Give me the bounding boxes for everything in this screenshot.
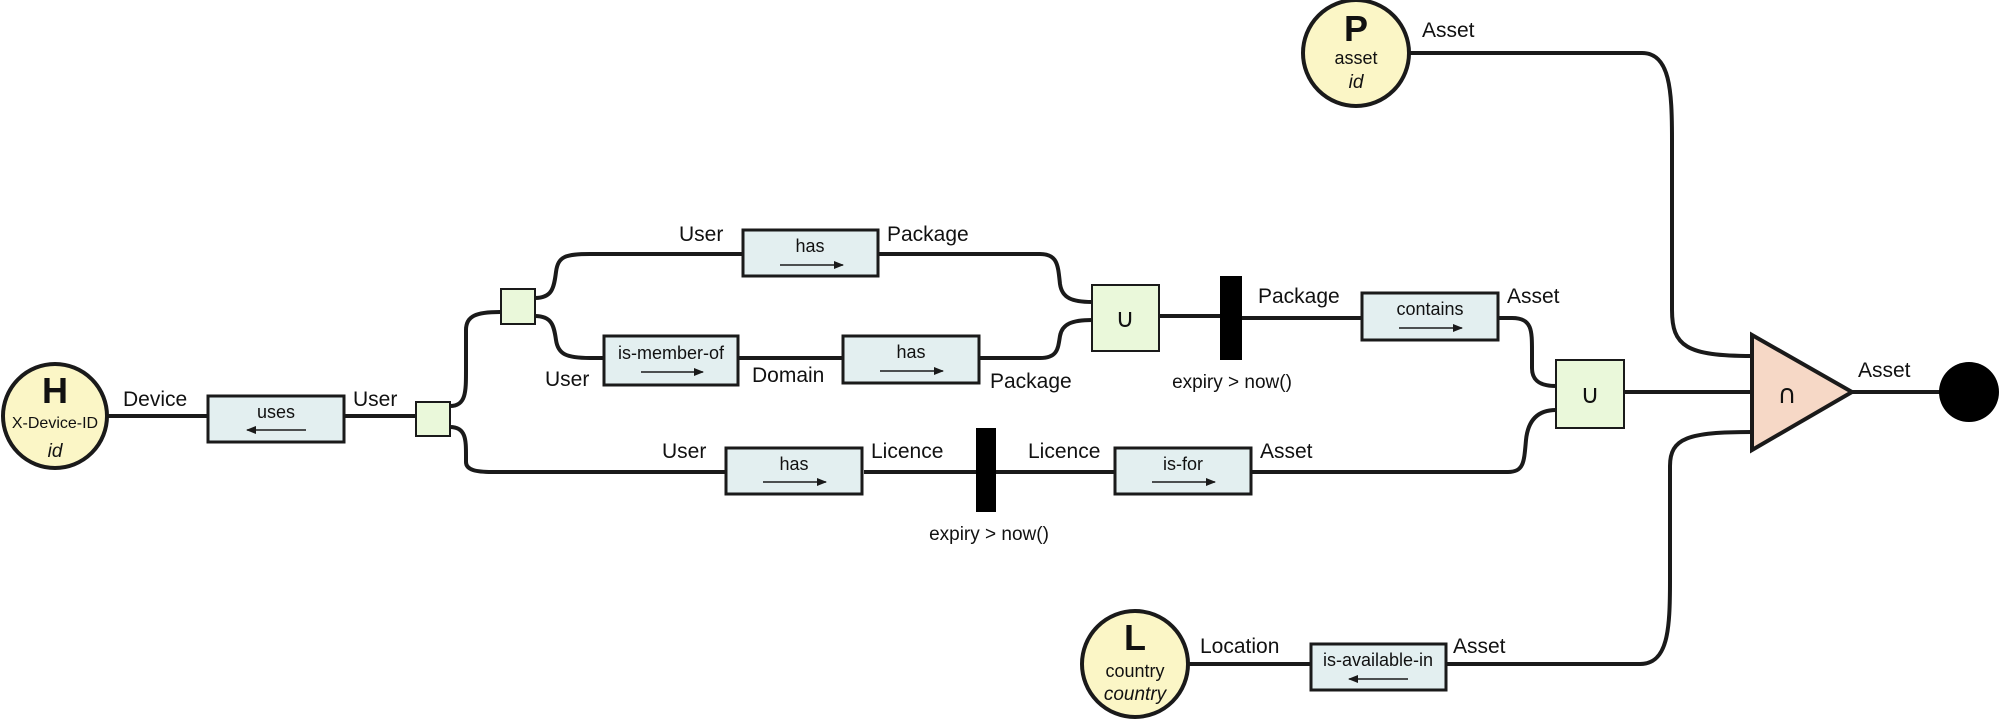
source-p-letter: P [1344, 8, 1368, 49]
label-licence: Licence [1028, 440, 1100, 463]
label-asset: Asset [1453, 635, 1506, 658]
label-asset: Asset [1422, 19, 1475, 42]
filter-bar-package [1220, 276, 1242, 360]
relation-has-package: has [741, 228, 880, 278]
relation-uses: uses [206, 394, 346, 444]
relation-has-package-label: has [795, 236, 824, 256]
edge-labels: Device User User Package User Domain Pac… [123, 19, 1911, 658]
relation-uses-label: uses [257, 402, 295, 422]
source-l-circle [1080, 609, 1190, 719]
filter-bar-licence [976, 428, 996, 512]
output-sink-node [1939, 362, 1999, 422]
label-location: Location [1200, 635, 1279, 658]
relation-is-member-of: is-member-of [602, 334, 740, 387]
union-icon: ∪ [1115, 304, 1134, 334]
source-h-type: id [48, 441, 64, 462]
relation-is-for-label: is-for [1163, 454, 1203, 474]
relation-has-domain-package: has [841, 334, 981, 385]
label-user: User [679, 223, 723, 246]
label-user: User [353, 388, 397, 411]
relation-has-licence: has [724, 446, 864, 496]
source-h-letter: H [42, 370, 68, 411]
source-p-circle [1301, 0, 1411, 108]
source-node-h: H X-Device-ID id [1, 362, 109, 470]
filter-licence-condition: expiry > now() [929, 524, 1049, 545]
label-user: User [662, 440, 706, 463]
filter-package-condition: expiry > now() [1172, 372, 1292, 393]
relation-is-member-of-label: is-member-of [618, 343, 725, 363]
union-icon: ∪ [1580, 380, 1599, 410]
union-node-asset: ∪ [1555, 359, 1625, 429]
label-package: Package [887, 223, 969, 246]
relation-contains-label: contains [1396, 299, 1463, 319]
source-p-name: asset [1334, 48, 1377, 68]
label-domain: Domain [752, 364, 824, 387]
relation-is-for: is-for [1113, 446, 1253, 496]
source-l-type: country [1104, 684, 1168, 705]
source-l-name: country [1105, 661, 1164, 681]
source-l-letter: L [1124, 617, 1146, 658]
relation-contains: contains [1360, 291, 1500, 342]
label-device: Device [123, 388, 187, 411]
source-p-type: id [1349, 72, 1365, 93]
relation-has-licence-label: has [779, 454, 808, 474]
label-package: Package [990, 370, 1072, 393]
label-licence: Licence [871, 440, 943, 463]
intersection-node: ∩ [1750, 331, 1857, 454]
label-asset: Asset [1260, 440, 1313, 463]
union-node-package: ∪ [1091, 284, 1160, 352]
source-node-p: P asset id [1301, 0, 1411, 108]
relation-is-available-in: is-available-in [1309, 642, 1448, 692]
intersect-icon: ∩ [1777, 380, 1796, 410]
source-h-name: X-Device-ID [12, 415, 98, 432]
splitter-node [500, 288, 536, 325]
relation-is-available-in-label: is-available-in [1323, 650, 1433, 670]
splitter-node [415, 401, 451, 437]
source-node-l: L country country [1080, 609, 1190, 719]
label-asset: Asset [1507, 285, 1560, 308]
label-user: User [545, 368, 589, 391]
relation-has-domain-package-label: has [896, 342, 925, 362]
label-asset: Asset [1858, 359, 1911, 382]
label-package: Package [1258, 285, 1340, 308]
connector-lines [108, 51, 1940, 666]
source-h-circle [1, 362, 109, 470]
